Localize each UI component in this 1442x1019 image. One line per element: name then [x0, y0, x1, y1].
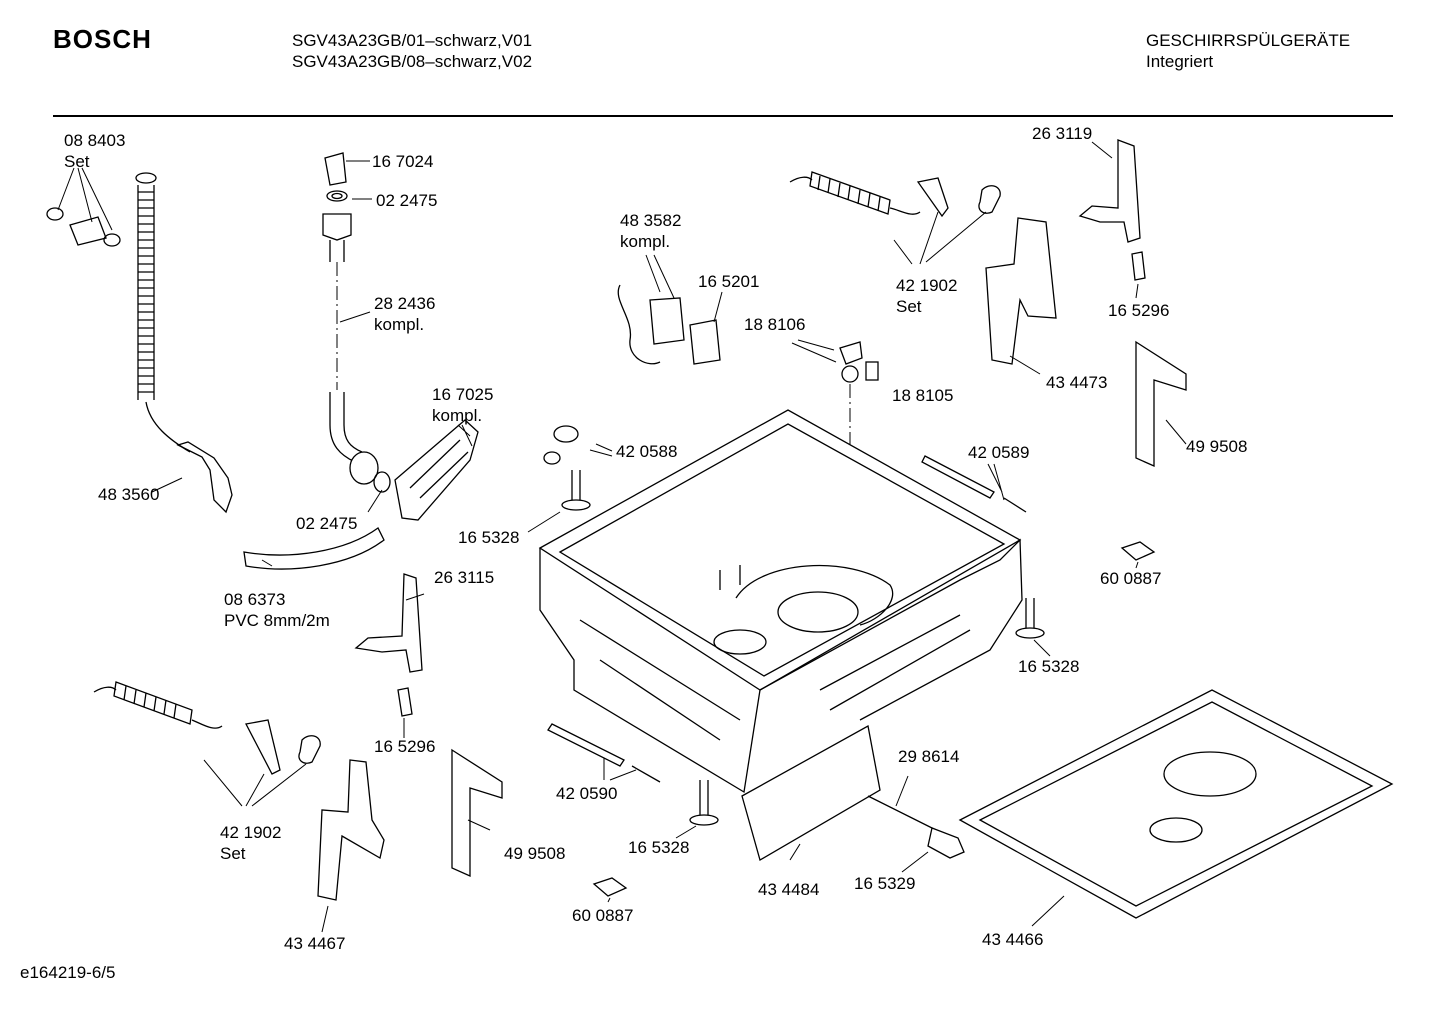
pad-right-drawing: [1120, 541, 1156, 561]
part-number-434473: 43 4473: [1046, 373, 1107, 392]
drain-hose-drawing: [135, 172, 233, 514]
door-spring-bottom-drawing: [93, 681, 321, 775]
mounting-bracket-left-drawing: [354, 573, 423, 673]
cover-strip-left-drawing: [451, 748, 503, 878]
part-number-165328-left: 16 5328: [458, 528, 519, 547]
part-number-022475-bottom: 02 2475: [296, 514, 357, 533]
part-number-263119: 26 3119: [1032, 124, 1092, 143]
inlet-filter-drawing: [322, 152, 352, 262]
part-note-483582: kompl.: [620, 232, 670, 251]
adjusting-foot-a-drawing: [561, 470, 591, 511]
part-number-167025: 16 7025: [432, 385, 493, 404]
leader-lines: [57, 141, 1187, 933]
mounting-bracket-top-drawing: [1078, 139, 1141, 243]
part-number-483582: 48 3582: [620, 211, 681, 230]
part-number-165296-bottom: 16 5296: [374, 737, 435, 756]
worm-gear-drawing: [543, 425, 579, 465]
part-number-483560: 48 3560: [98, 485, 159, 504]
header-divider: [53, 115, 1393, 117]
part-number-165296-top: 16 5296: [1108, 301, 1169, 320]
brand-logo: BOSCH: [53, 24, 152, 54]
part-number-086373: 08 6373: [224, 590, 285, 609]
pad-left-drawing: [592, 877, 628, 897]
inlet-hose-drawing: [329, 392, 363, 463]
part-number-088403: 08 8403: [64, 131, 125, 150]
part-number-434484: 43 4484: [758, 880, 819, 899]
door-spring-top-drawing: [789, 171, 1001, 218]
base-plate-drawing: [958, 689, 1394, 919]
part-note-282436: kompl.: [374, 315, 424, 334]
part-number-165201: 16 5201: [698, 272, 759, 291]
part-number-188105: 18 8105: [892, 386, 953, 405]
part-number-421902-bottom: 42 1902: [220, 823, 281, 842]
product-subcategory: Integriert: [1146, 52, 1214, 71]
part-number-165329: 16 5329: [854, 874, 915, 893]
part-number-434466: 43 4466: [982, 930, 1043, 949]
part-number-600887-left: 60 0887: [572, 906, 633, 925]
part-number-420588: 42 0588: [616, 442, 677, 461]
cable-harness-drawing: [617, 284, 721, 365]
kick-panel-drawing: [741, 724, 881, 861]
part-note-167025: kompl.: [432, 406, 482, 425]
connector-drawing: [927, 827, 965, 859]
product-category: GESCHIRRSPÜLGERÄTE: [1146, 31, 1351, 50]
base-tub-drawing: [538, 409, 1023, 794]
part-number-420589: 42 0589: [968, 443, 1029, 462]
clip-left-drawing: [397, 687, 413, 717]
part-number-165328-bottom: 16 5328: [628, 838, 689, 857]
part-note-421902-top: Set: [896, 297, 922, 316]
part-number-165328-right: 16 5328: [1018, 657, 1079, 676]
clip-top-drawing: [1131, 251, 1146, 281]
part-number-420590: 42 0590: [556, 784, 617, 803]
part-note-421902-bottom: Set: [220, 844, 246, 863]
part-number-282436: 28 2436: [374, 294, 435, 313]
part-number-499508-right: 49 9508: [1186, 437, 1247, 456]
part-number-167024: 16 7024: [372, 152, 433, 171]
drawing-reference: e164219-6/5: [20, 963, 116, 982]
part-number-434467: 43 4467: [284, 934, 345, 953]
part-number-188106: 18 8106: [744, 315, 805, 334]
part-number-022475-top: 02 2475: [376, 191, 437, 210]
part-note-086373: PVC 8mm/2m: [224, 611, 330, 630]
adjusting-foot-b-drawing: [1015, 598, 1045, 639]
adjusting-foot-c-drawing: [689, 780, 719, 826]
guide-rail-right-drawing: [921, 455, 1027, 513]
part-number-499508-left: 49 9508: [504, 844, 565, 863]
pvc-hose-drawing: [243, 527, 385, 570]
guide-rail-left-drawing: [547, 723, 661, 783]
hose-clamp-set-drawing: [46, 207, 121, 247]
part-note-088403: Set: [64, 152, 90, 171]
model-number-line-1: SGV43A23GB/01–schwarz,V01: [292, 31, 533, 50]
sensor-drawing: [839, 341, 879, 383]
sensor-cable-drawing: [867, 795, 937, 831]
hinge-plate-right-drawing: [985, 217, 1057, 365]
hinge-plate-left-drawing: [317, 759, 385, 901]
part-number-298614: 29 8614: [898, 747, 959, 766]
aqua-stop-valve-drawing: [349, 419, 479, 521]
callout-labels: 08 8403 Set 16 7024 02 2475 28 2436 komp…: [64, 124, 1247, 953]
model-number-line-2: SGV43A23GB/08–schwarz,V02: [292, 52, 533, 71]
part-number-600887-right: 60 0887: [1100, 569, 1161, 588]
part-number-263115: 26 3115: [434, 568, 494, 587]
part-number-421902-top: 42 1902: [896, 276, 957, 295]
cover-strip-right-drawing: [1135, 340, 1187, 468]
